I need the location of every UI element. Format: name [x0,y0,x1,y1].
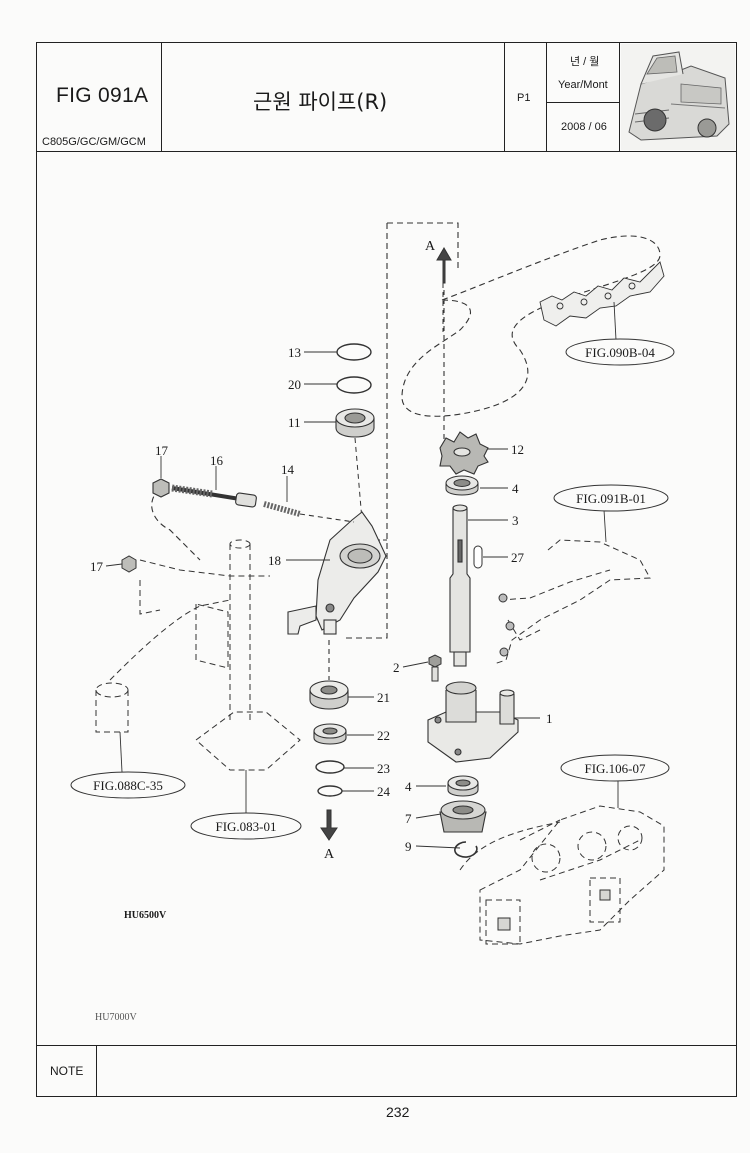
callout-3: 3 [512,513,519,528]
callout-7: 7 [405,811,412,826]
callout-22: 22 [377,728,390,743]
callout-24: 24 [377,784,391,799]
callout-11: 11 [288,415,301,430]
header-divider-1 [161,42,162,151]
note-divider [96,1045,97,1097]
header-divider-2 [504,42,505,151]
ref-fig-088c-35: FIG.088C-35 [93,778,163,793]
page-code: P1 [517,92,531,104]
callout-9: 9 [405,839,412,854]
page-title: 근원 파이프(R) [253,90,388,114]
date-cell-rule [546,102,619,103]
ref-fig-083-01: FIG.083-01 [215,819,276,834]
ref-fig-090b-04: FIG.090B-04 [585,345,655,360]
callout-14: 14 [281,462,295,477]
callout-17-lower: 17 [90,559,104,574]
note-top-rule [36,1045,737,1046]
arrow-label-lower: A [324,847,335,862]
date-value: 2008 / 06 [561,121,607,133]
callout-16: 16 [210,453,224,468]
header-divider-3 [546,42,547,151]
callout-21: 21 [377,690,390,705]
callout-20: 20 [288,377,301,392]
header-divider-4 [619,42,620,151]
ref-fig-106-07: FIG.106-07 [584,761,646,776]
callout-2: 2 [393,660,400,675]
header-bottom-rule [36,151,737,152]
model-code-hu7000v: HU7000V [95,1012,137,1023]
callout-4-upper: 4 [512,481,519,496]
ref-fig-091b-01: FIG.091B-01 [576,491,646,506]
callout-12: 12 [511,442,524,457]
callout-4-lower: 4 [405,779,412,794]
machine-thumbnail [621,44,735,150]
callout-13: 13 [288,345,301,360]
note-label: NOTE [50,1064,84,1078]
callout-27: 27 [511,550,525,565]
model-list: C805G/GC/GM/GCM [42,136,146,148]
arrow-label-upper: A [425,239,436,254]
page-number: 232 [386,1104,410,1120]
callout-23: 23 [377,761,390,776]
page-frame [36,42,737,1097]
callout-1: 1 [546,711,553,726]
date-label-kr: 년 / 월 [570,56,600,68]
date-label-en: Year/Mont [558,79,608,91]
fig-number: FIG 091A [56,84,149,107]
model-code-hu6500v: HU6500V [124,910,167,921]
callout-17-upper: 17 [155,443,169,458]
callout-18: 18 [268,553,281,568]
